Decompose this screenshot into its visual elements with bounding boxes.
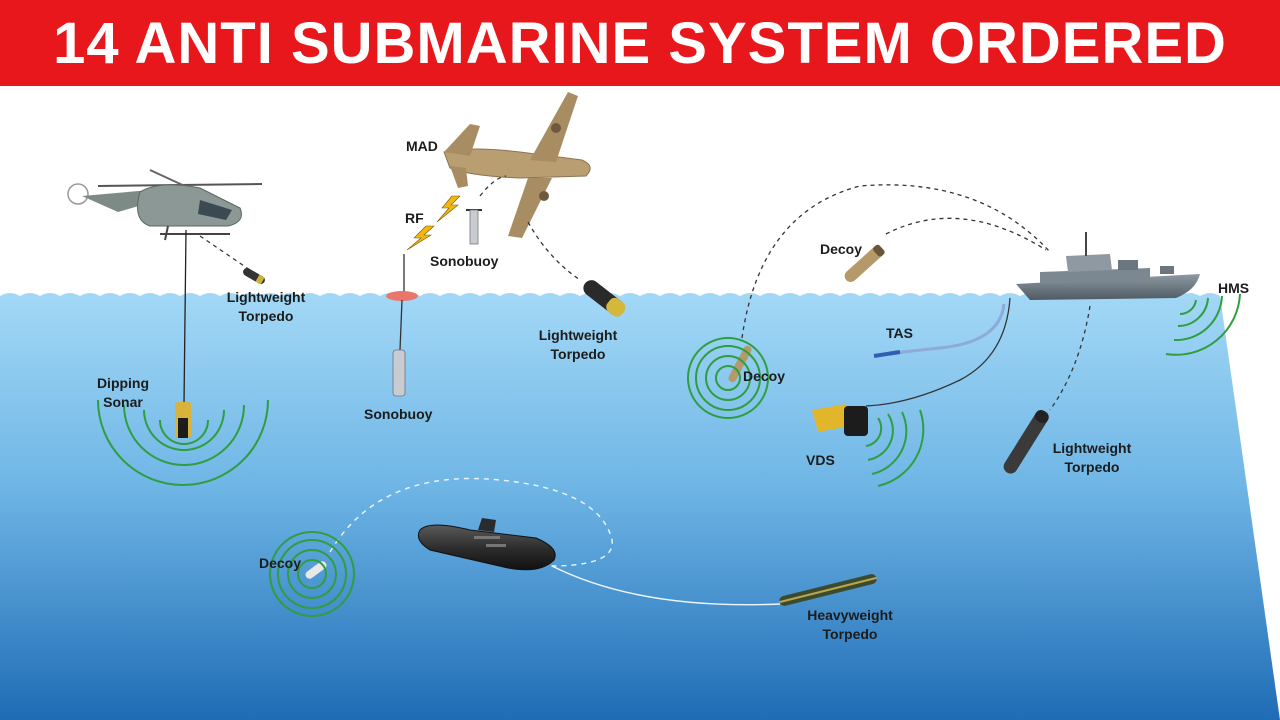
ship-decoy (844, 244, 885, 283)
label-decoy-air: Decoy (820, 241, 863, 257)
heavyweight-torpedo (779, 574, 877, 606)
label-heavyweight-torpedo: Heavyweight Torpedo (807, 607, 893, 642)
label-sonobuoy-air: Sonobuoy (430, 253, 499, 269)
label-mad: MAD (406, 138, 438, 154)
mad-path (479, 175, 507, 197)
sub-decoy (305, 561, 327, 579)
heli-torpedo-path (199, 235, 251, 271)
ship-torpedo-path (1049, 305, 1091, 411)
label-dipping-sonar: Dipping Sonar (96, 375, 150, 410)
plane-torpedo (583, 280, 626, 317)
ship-water-decoy (728, 345, 752, 383)
label-decoy-sub: Decoy (259, 555, 302, 571)
dipping-sonar-waves (97, 399, 269, 486)
ship-decoy-waves (687, 337, 769, 419)
submarine (417, 518, 556, 571)
ship-torpedo (1003, 410, 1049, 474)
label-decoy-ship: Decoy (743, 368, 786, 384)
rf-lightning (406, 195, 461, 251)
sea (0, 293, 1280, 720)
label-heli-torpedo: Lightweight Torpedo (226, 289, 306, 324)
dipping-sonar (175, 402, 191, 438)
dipping-cable (183, 229, 187, 405)
vds-cable (865, 297, 1011, 407)
title-banner: 14 ANTI SUBMARINE SYSTEM ORDERED (0, 0, 1280, 86)
page-title: 14 ANTI SUBMARINE SYSTEM ORDERED (53, 10, 1227, 76)
vds-waves (865, 409, 925, 487)
heavyweight-wire (551, 565, 781, 606)
heli-torpedo (243, 268, 265, 285)
label-ship-torpedo: Lightweight Torpedo (1052, 440, 1132, 475)
tas-head (873, 350, 901, 358)
ship-decoy-arc (885, 217, 1047, 251)
patrol-aircraft (443, 92, 591, 238)
surface-sonobuoy (386, 254, 418, 397)
label-vds: VDS (806, 452, 835, 468)
label-plane-torpedo: Lightweight Torpedo (538, 327, 618, 362)
plane-torpedo-path (527, 221, 581, 281)
frigate (1016, 232, 1200, 300)
helicopter (67, 169, 263, 241)
label-hms: HMS (1218, 280, 1250, 296)
label-tas: TAS (886, 325, 913, 341)
label-sonobuoy-sea: Sonobuoy (364, 406, 433, 422)
asw-scene (0, 92, 1280, 720)
label-rf: RF (405, 210, 424, 226)
air-sonobuoy (466, 209, 482, 245)
vds-body (812, 404, 868, 436)
sub-decoy-waves (269, 531, 355, 617)
hms-waves (1165, 293, 1241, 356)
